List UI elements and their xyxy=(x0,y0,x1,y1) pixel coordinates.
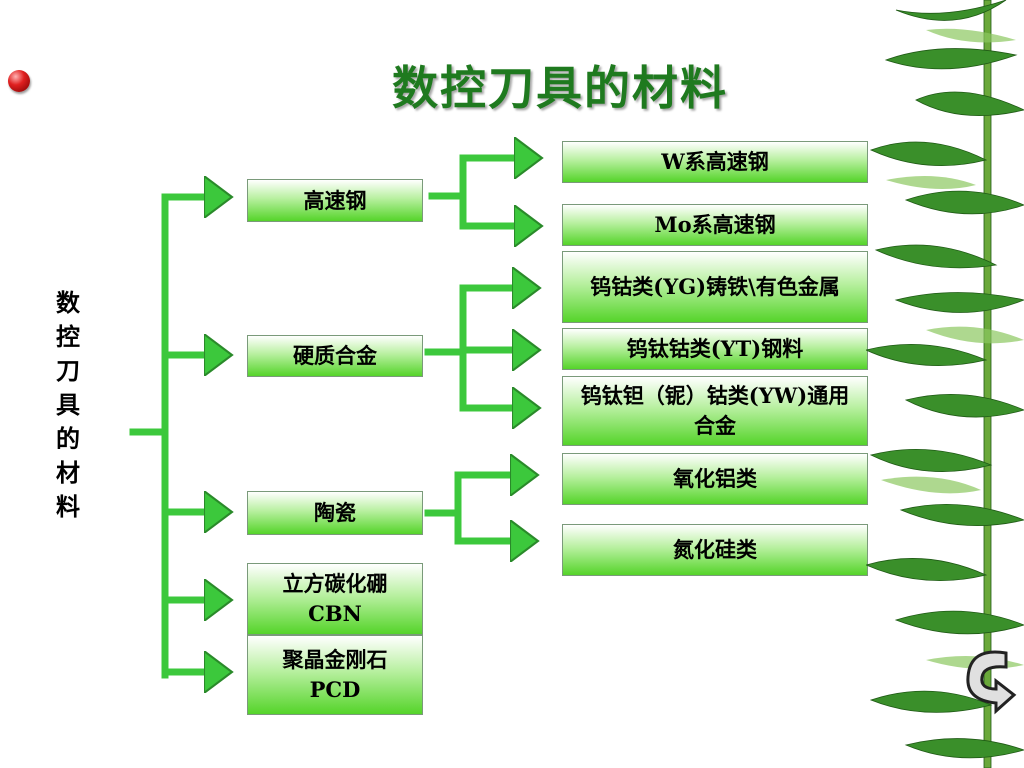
category-label: 硬质合金 xyxy=(293,343,377,368)
sub-label: 氧化铝类 xyxy=(673,466,757,491)
category-box-ceramic: 陶瓷 xyxy=(247,491,423,535)
side-label-char: 的 xyxy=(56,424,80,453)
red-bullet-icon xyxy=(8,70,30,92)
category-box-hss: 高速钢 xyxy=(247,179,423,222)
side-label: 数控刀具的材料 xyxy=(52,286,84,524)
sub-label: 钨钛钽（铌）钴类(YW)通用合金 xyxy=(580,383,850,438)
category-label: 陶瓷 xyxy=(314,500,356,525)
sub-box-alumina: 氧化铝类 xyxy=(562,453,868,505)
page-title: 数控刀具的材料 xyxy=(392,61,728,115)
side-label-char: 料 xyxy=(56,492,80,521)
category-box-cbn: 立方碳化硼 CBN xyxy=(247,563,423,635)
side-label-char: 具 xyxy=(56,390,80,419)
sub-box-mo-hss: Mo系高速钢 xyxy=(562,204,868,246)
side-label-char: 刀 xyxy=(56,356,80,385)
sub-box-yg: 钨钴类(YG)铸铁\有色金属 xyxy=(562,251,868,323)
side-label-char: 控 xyxy=(56,322,80,351)
side-label-char: 材 xyxy=(56,458,80,487)
connector-lines xyxy=(129,0,866,768)
next-slide-icon[interactable] xyxy=(960,645,1018,715)
sub-box-w-hss: W系高速钢 xyxy=(562,141,868,183)
sub-box-yw: 钨钛钽（铌）钴类(YW)通用合金 xyxy=(562,376,868,446)
category-box-pcd: 聚晶金刚石 PCD xyxy=(247,635,423,715)
sub-box-yt: 钨钛钴类(YT)钢料 xyxy=(562,328,868,370)
sub-label: 钨钴类(YG)铸铁\有色金属 xyxy=(590,274,840,299)
sub-label: W系高速钢 xyxy=(661,149,769,174)
sub-label: 氮化硅类 xyxy=(673,537,757,562)
side-label-char: 数 xyxy=(56,288,80,317)
category-label-abbr: CBN xyxy=(308,601,362,626)
category-label-abbr: PCD xyxy=(309,677,361,702)
sub-label: Mo系高速钢 xyxy=(654,212,776,237)
category-label: 高速钢 xyxy=(303,187,367,213)
category-label: 立方碳化硼 xyxy=(282,571,388,596)
category-box-carbide: 硬质合金 xyxy=(247,335,423,377)
sub-label: 钨钛钴类(YT)钢料 xyxy=(626,336,804,361)
category-label: 聚晶金刚石 xyxy=(282,647,388,672)
sub-box-silicon-nitride: 氮化硅类 xyxy=(562,524,868,576)
